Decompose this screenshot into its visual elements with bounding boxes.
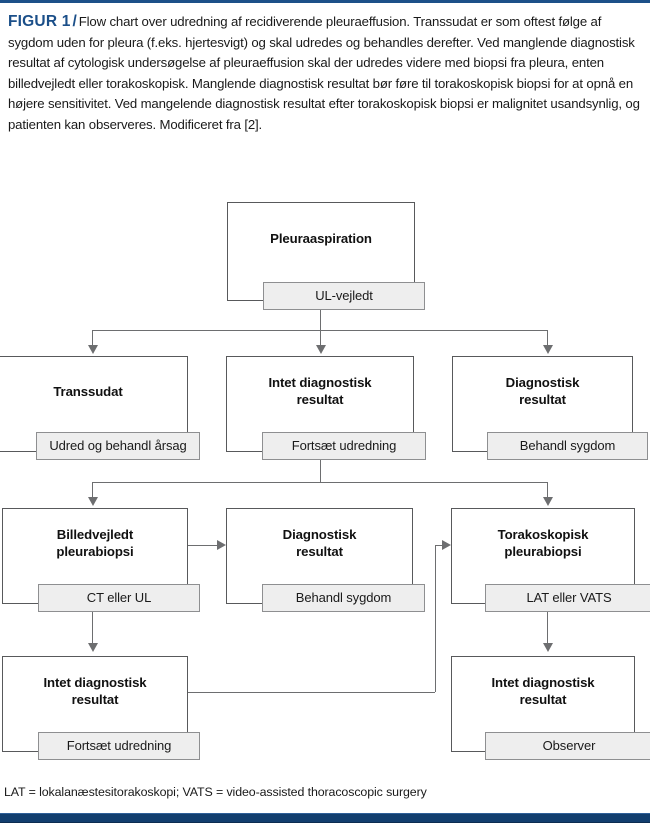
node-torakoskopisk-pleurabiopsi-action: LAT eller VATS [485,584,650,612]
node-transsudat-title: Transsudat [53,383,123,399]
arrowhead-to-torakoskopisk-top [543,497,553,506]
figure-label-separator: / [72,13,77,30]
figure-label: FIGUR 1 [8,13,71,30]
node-transsudat-action-label: Udred og behandl årsag [49,438,187,453]
figure-caption-text: Flow chart over udredning af recidiveren… [8,14,640,132]
edge-aspiration-to-transsudat [92,330,93,346]
node-intet-diag-2-line1: Intet diagnostisk [43,675,147,690]
node-torakoskopisk-line1: Torakoskopisk [497,527,589,542]
node-intet-diag-2-line2: resultat [71,692,119,707]
node-intet-diag-1-line2: resultat [296,392,344,407]
node-intet-diagnostisk-resultat-1-title: Intet diagnostisk resultat [227,357,413,425]
node-torakoskopisk-line2: pleurabiopsi [504,544,582,559]
node-intet-diag-2-action-label: Fortsæt udredning [66,738,172,753]
node-intet-diag-3-action-label: Observer [542,738,596,753]
node-diagnostisk-resultat-2-action: Behandl sygdom [262,584,425,612]
edge-intet-diag-1-bus [92,482,547,483]
node-intet-diagnostisk-resultat-1-action: Fortsæt udredning [262,432,426,460]
node-billedvejledt-line2: pleurabiopsi [56,544,134,559]
edge-aspiration-to-intet-diag-1 [320,330,321,346]
node-pleuraaspiration-action-label: UL-vejledt [315,288,373,303]
node-diagnostisk-resultat-1-action: Behandl sygdom [487,432,648,460]
node-diag-1-action-label: Behandl sygdom [519,438,616,453]
node-intet-diagnostisk-resultat-2-action: Fortsæt udredning [38,732,200,760]
node-diag-2-line1: Diagnostisk [282,527,357,542]
edge-intet-diag-1-stem [320,460,321,482]
edge-torakoskopisk-to-intet-diag-3 [547,612,548,644]
node-diagnostisk-resultat-1-title: Diagnostisk resultat [453,357,632,425]
flowchart: Pleuraaspiration UL-vejledt Transsudat U… [0,190,650,780]
node-diagnostisk-resultat-2-title: Diagnostisk resultat [227,509,412,577]
node-diag-2-action-label: Behandl sygdom [295,590,392,605]
arrowhead-billedvejledt-to-diag-2 [217,540,226,550]
node-intet-diagnostisk-resultat-3-title: Intet diagnostisk resultat [452,657,634,725]
edge-intet-diag-2-to-torakoskopisk [435,545,443,546]
arrowhead-intet-diag-2-to-torakoskopisk [442,540,451,550]
node-diag-2-line2: resultat [296,544,343,559]
node-billedvejledt-pleurabiopsi-title: Billedvejledt pleurabiopsi [3,509,187,577]
node-torakoskopisk-pleurabiopsi-title: Torakoskopisk pleurabiopsi [452,509,634,577]
node-pleuraaspiration-action: UL-vejledt [263,282,425,310]
arrowhead-to-diag-1 [543,345,553,354]
edge-to-torakoskopisk-top [547,482,548,498]
node-intet-diag-3-line2: resultat [519,692,567,707]
edge-aspiration-to-diag-1 [547,330,548,346]
edge-to-billedvejledt [92,482,93,498]
edge-aspiration-stem [320,310,321,330]
figure-footnote: LAT = lokalanæstesitorakoskopi; VATS = v… [4,785,427,799]
node-intet-diagnostisk-resultat-2-title: Intet diagnostisk resultat [3,657,187,725]
node-diag-1-line1: Diagnostisk [505,375,580,390]
node-diag-1-line2: resultat [519,392,566,407]
node-intet-diag-3-line1: Intet diagnostisk [491,675,595,690]
node-intet-diagnostisk-resultat-3-action: Observer [485,732,650,760]
arrowhead-to-intet-diag-2 [88,643,98,652]
arrowhead-to-intet-diag-3 [543,643,553,652]
edge-billedvejledt-to-intet-diag-2 [92,612,93,644]
edge-intet-diag-2-riser [435,545,436,692]
edge-aspiration-bus [92,330,547,331]
node-billedvejledt-pleurabiopsi-action: CT eller UL [38,584,200,612]
node-pleuraaspiration-title: Pleuraaspiration [270,231,372,246]
node-billedvejledt-line1: Billedvejledt [56,527,134,542]
node-torakoskopisk-action-label: LAT eller VATS [526,590,612,605]
node-billedvejledt-action-label: CT eller UL [86,590,152,605]
node-transsudat-action: Udred og behandl årsag [36,432,200,460]
edge-intet-diag-2-exit [188,692,435,693]
bottom-accent-bar [0,813,650,823]
arrowhead-to-intet-diag-1 [316,345,326,354]
edge-billedvejledt-to-diag-2 [188,545,218,546]
arrowhead-to-billedvejledt [88,497,98,506]
figure-caption: FIGUR 1/Flow chart over udredning af rec… [8,12,644,135]
node-intet-diag-1-action-label: Fortsæt udredning [291,438,397,453]
node-intet-diag-1-line1: Intet diagnostisk [268,375,372,390]
arrowhead-to-transsudat [88,345,98,354]
top-accent-rule [0,0,650,3]
